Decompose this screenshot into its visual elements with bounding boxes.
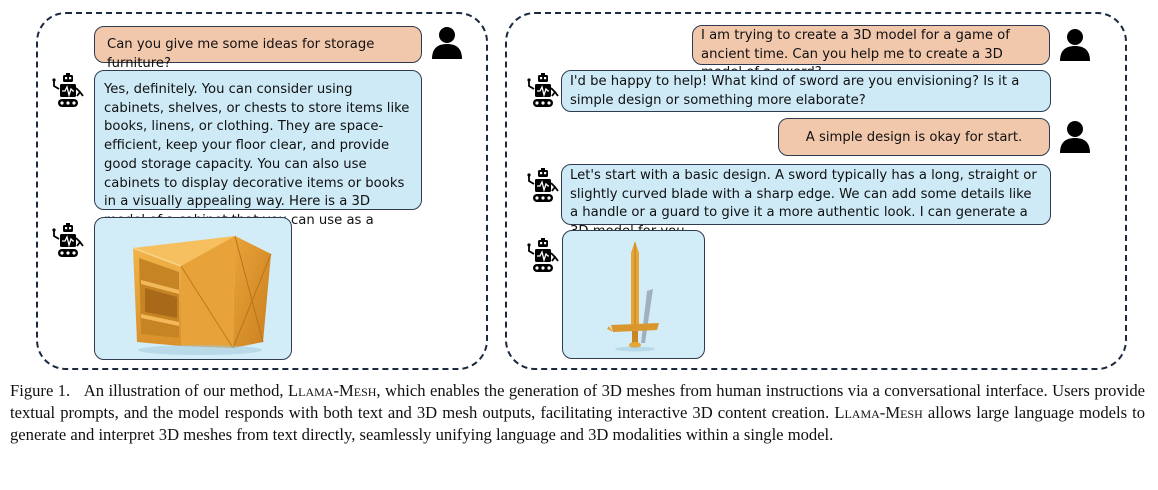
caption-text-2: , which enables the generation of 3D mes…: [10, 381, 1146, 422]
robot-icon: [527, 237, 559, 275]
caption-text-1: An illustration of our method,: [83, 381, 284, 400]
right-bot-message-2: Let's start with a basic design. A sword…: [561, 164, 1051, 239]
right-user-message-1: I am trying to create a 3D model for a g…: [692, 25, 1050, 80]
person-icon: [1058, 119, 1092, 155]
left-bot-message: Yes, definitely. You can consider using …: [94, 70, 422, 247]
right-chat-panel: [505, 12, 1127, 370]
robot-icon: [52, 72, 84, 110]
caption-text-3: allows large language models to generate…: [10, 403, 1146, 444]
figure-caption: Figure 1. An illustration of our method,…: [10, 380, 1145, 446]
left-chat-panel: [36, 12, 488, 370]
cabinet-mesh-image: [94, 217, 292, 360]
right-bot-message-1: I'd be happy to help! What kind of sword…: [561, 70, 1051, 112]
robot-icon: [527, 167, 559, 205]
sword-mesh-image: [562, 230, 705, 359]
robot-icon: [527, 72, 559, 110]
cabinet-mesh-render: [132, 235, 272, 355]
right-user-message-2: A simple design is okay for start.: [778, 118, 1050, 156]
method-name: Llama-Mesh: [834, 403, 923, 422]
left-user-message: Can you give me some ideas for storage f…: [94, 26, 422, 71]
person-icon: [430, 25, 464, 61]
sword-mesh-render: [607, 241, 659, 352]
robot-icon: [52, 222, 84, 260]
figure-label: Figure 1.: [10, 381, 71, 400]
person-icon: [1058, 27, 1092, 63]
method-name: Llama-Mesh: [287, 381, 377, 400]
